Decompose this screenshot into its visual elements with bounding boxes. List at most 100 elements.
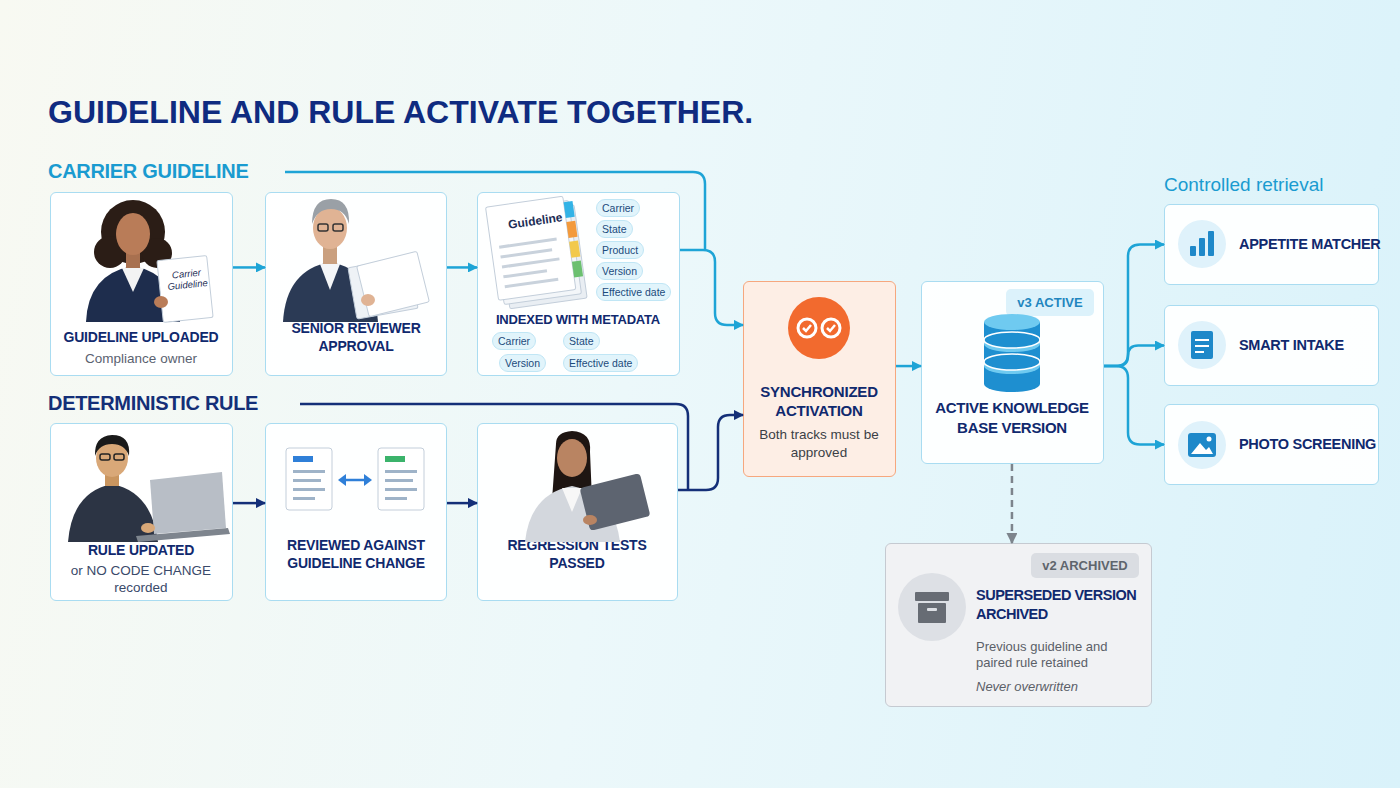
db-tier: [984, 366, 1040, 384]
tag-text: Effective date: [569, 355, 632, 371]
bar: [1199, 238, 1205, 256]
text-line: [385, 488, 417, 491]
icon-circle: [898, 573, 966, 641]
bar: [1190, 246, 1196, 256]
document-icon: [1178, 321, 1226, 369]
text-line: [293, 470, 325, 473]
paper: [491, 201, 581, 305]
page-title: GUIDELINE AND RULE ACTIVATE TOGETHER.: [48, 93, 753, 131]
db-tier: [984, 358, 1040, 374]
person-illustration: [283, 199, 429, 322]
body: [283, 262, 378, 322]
db-tier: [984, 332, 1040, 348]
text-line: [505, 278, 559, 288]
check-ring: [822, 319, 840, 337]
hair: [142, 238, 172, 268]
paper: [497, 205, 587, 309]
glasses: [114, 454, 124, 460]
flow-arrow: [1011, 464, 1014, 543]
db-tier: [984, 322, 1040, 340]
paper: [348, 257, 418, 319]
track-label: CARRIER GUIDELINE: [48, 159, 248, 183]
metadata-tag: Carrier: [492, 332, 536, 350]
face: [96, 439, 128, 477]
tag-text: State: [602, 221, 627, 237]
document: [378, 448, 424, 510]
picture-frame: [1188, 433, 1216, 457]
process-box: REGRESSION TESTS PASSED: [477, 423, 678, 601]
tag-text: Version: [602, 263, 637, 279]
database-icon: [984, 314, 1040, 392]
version-badge: v2 ARCHIVED: [1031, 553, 1139, 578]
db-tier: [984, 314, 1040, 330]
metadata-tag: State: [596, 220, 633, 238]
person-illustration: [86, 200, 213, 322]
tag-text: Carrier: [498, 333, 530, 349]
node-title: REGRESSION TESTS PASSED: [502, 536, 652, 572]
metadata-tag: Carrier: [596, 199, 640, 217]
glasses: [318, 224, 328, 231]
track-line: [300, 404, 688, 490]
node-note: Never overwritten: [976, 679, 1144, 695]
consumer-box: APPETITE MATCHER: [1164, 204, 1379, 285]
node-title: SYNCHRONIZED ACTIVATION: [744, 382, 894, 420]
node-title: ACTIVE KNOWLEDGE BASE VERSION: [924, 398, 1100, 438]
icon-circle: [788, 297, 850, 359]
text-line: [1195, 345, 1209, 347]
node-title: REVIEWED AGAINST GUIDELINE CHANGE: [271, 536, 441, 572]
text-line: [385, 470, 417, 473]
flow-arrow: [447, 266, 477, 269]
archive-handle: [927, 608, 937, 611]
text-line: [499, 238, 557, 249]
db-tier: [984, 344, 1040, 362]
metadata-tag: Effective date: [563, 354, 638, 372]
node-subtitle: Previous guideline and paired rule retai…: [976, 639, 1144, 671]
tab: [566, 221, 577, 238]
flow-arrow: [233, 502, 265, 505]
flow-arrow: [233, 266, 265, 269]
doc-header: [385, 456, 405, 462]
hand: [583, 515, 597, 525]
neck: [126, 250, 140, 270]
badge-text: v3 ACTIVE: [1006, 289, 1094, 316]
node-subtitle: Both tracks must be approved: [749, 426, 889, 462]
tab: [569, 241, 580, 258]
arrow-head: [338, 474, 346, 486]
text-line: [1195, 339, 1209, 341]
body: [525, 486, 620, 542]
process-box: INDEXED WITH METADATACarrierStateProduct…: [477, 192, 680, 376]
metadata-tag: Version: [596, 262, 643, 280]
flow-arrow: [447, 502, 477, 505]
check-ring: [798, 319, 816, 337]
node-title: APPETITE MATCHER: [1239, 235, 1377, 253]
tag-text: State: [569, 333, 594, 349]
node-subtitle: or NO CODE CHANGE recorded: [66, 562, 216, 596]
check-mark: [827, 325, 835, 331]
track-line: [285, 172, 705, 250]
node-title: GUIDELINE UPLOADED: [51, 328, 231, 346]
hair: [552, 431, 592, 500]
paper: [357, 251, 430, 316]
db-tier: [984, 336, 1040, 352]
hair: [312, 199, 349, 224]
process-box: REVIEWED AGAINST GUIDELINE CHANGE: [265, 423, 447, 601]
hand: [361, 294, 375, 306]
glasses: [333, 224, 343, 231]
bar: [1208, 231, 1214, 256]
document-compare-icon: [286, 448, 424, 510]
text-line: [502, 257, 560, 268]
paper: [157, 256, 213, 323]
neck: [323, 244, 337, 264]
tag-text: Effective date: [602, 284, 665, 300]
icon-circle: [1178, 321, 1226, 369]
chart-icon: [1178, 220, 1226, 268]
hand: [141, 523, 155, 533]
flow-arrow: [896, 365, 921, 368]
archive-box: [918, 603, 946, 623]
badge-text: v2 ARCHIVED: [1031, 553, 1139, 578]
laptop: [150, 472, 226, 534]
shirt: [562, 488, 582, 512]
paper: [486, 196, 576, 300]
person-illustration: [68, 435, 230, 542]
flow-arrow: [1104, 346, 1164, 366]
